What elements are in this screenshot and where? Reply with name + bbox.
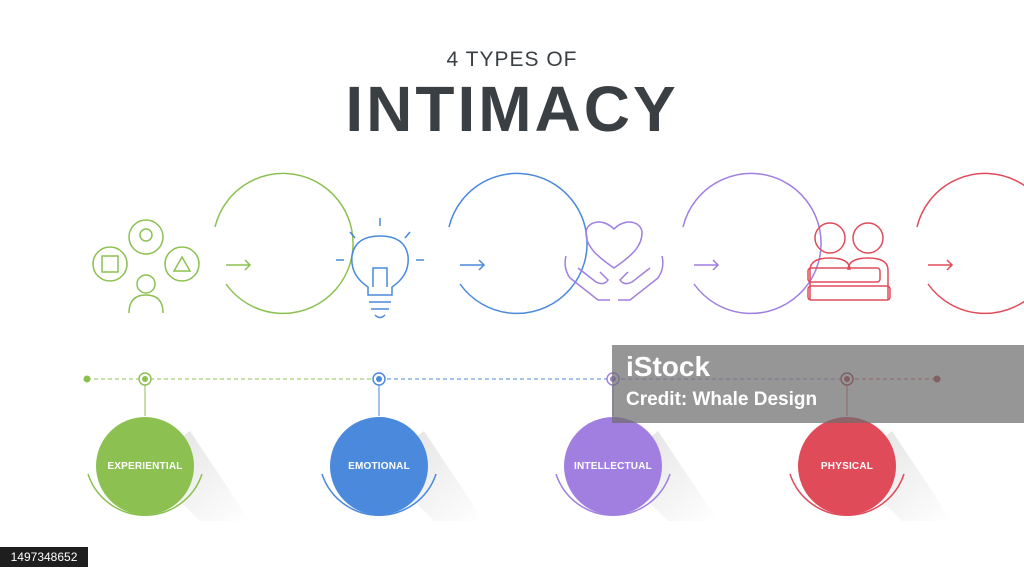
stage-circle (330, 417, 428, 515)
stage-label-experiential: EXPERIENTIAL (107, 461, 183, 472)
arrow-icon (226, 259, 252, 271)
stage-label-intellectual: INTELLECTUAL (574, 461, 652, 472)
page-title: INTIMACY (345, 73, 679, 145)
stage-experiential (87, 172, 354, 521)
arrow-icon (694, 259, 720, 271)
stage-label-emotional: EMOTIONAL (348, 461, 410, 472)
arrow-icon (460, 259, 486, 271)
stage-physical (789, 172, 1024, 521)
hug-icon (807, 222, 891, 301)
stage-intellectual (555, 172, 822, 521)
stage-label-physical: PHYSICAL (820, 461, 874, 472)
watermark: iStock Credit: Whale Design (612, 345, 1024, 423)
stage-emotional (321, 172, 588, 521)
lightbulb-icon (336, 218, 424, 319)
stage-circle (96, 417, 194, 515)
stock-id-badge: 1497348652 (0, 547, 88, 567)
stage-circle (564, 417, 662, 515)
stage-circle (798, 417, 896, 515)
arrow-icon (928, 259, 954, 271)
watermark-credit: Credit: Whale Design (626, 389, 818, 410)
people-shapes-icon (92, 219, 200, 314)
heart-hands-icon (564, 221, 664, 301)
timeline-start-dot (83, 375, 91, 383)
subtitle: 4 TYPES OF (446, 48, 578, 71)
istock-logo: iStock (626, 351, 711, 382)
